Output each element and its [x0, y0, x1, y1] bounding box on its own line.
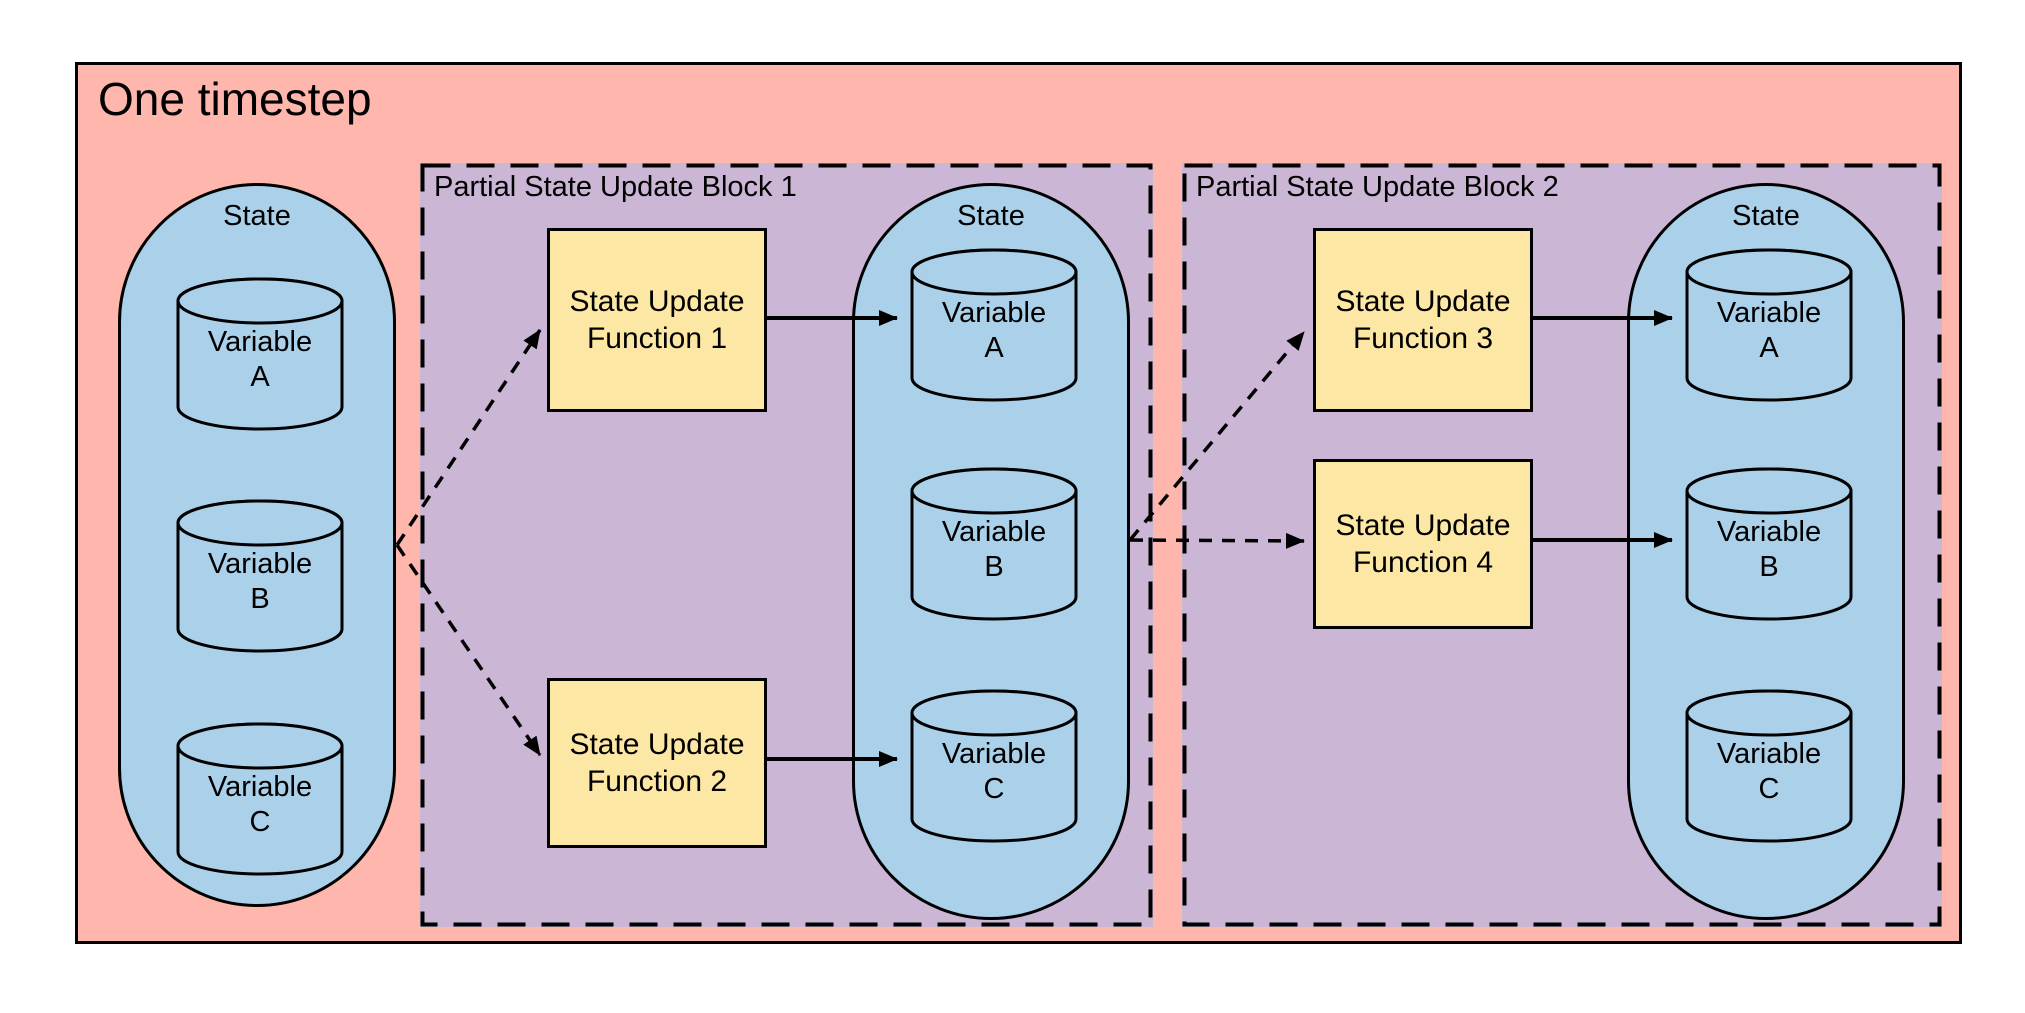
block-2-label: Partial State Update Block 2 — [1196, 171, 1559, 203]
database-icon — [910, 467, 1078, 621]
database-icon — [910, 689, 1078, 843]
function-label: State Update Function 4 — [1335, 508, 1511, 580]
state-update-function-1: State Update Function 1 — [547, 228, 767, 412]
database-icon — [176, 722, 344, 876]
database-icon — [1685, 689, 1853, 843]
database-icon — [1685, 467, 1853, 621]
partial-state-update-block-1: Partial State Update Block 1 State Updat… — [420, 163, 1153, 927]
block-2-state: State Variable A Variable B — [1627, 183, 1905, 920]
dashed-border — [1182, 163, 1942, 927]
block-1-label: Partial State Update Block 1 — [434, 171, 797, 203]
database-icon — [176, 499, 344, 653]
variable-label: Variable C — [1716, 738, 1822, 805]
function-label: State Update Function 2 — [569, 727, 745, 799]
database-icon — [176, 277, 344, 431]
block-1-variable-a: Variable A — [909, 246, 1079, 404]
block-2-variable-b: Variable B — [1684, 465, 1854, 623]
state-label: State — [1732, 200, 1800, 232]
variable-label: Variable B — [941, 516, 1047, 583]
state-update-function-3: State Update Function 3 — [1313, 228, 1533, 412]
variable-label: Variable B — [207, 548, 313, 615]
variable-label: Variable A — [1716, 297, 1822, 364]
partial-state-update-block-2: Partial State Update Block 2 State Updat… — [1182, 163, 1942, 927]
variable-label: Variable C — [941, 738, 1047, 805]
block-1-variable-c: Variable C — [909, 687, 1079, 845]
variable-label: Variable A — [207, 326, 313, 393]
database-icon — [1685, 248, 1853, 402]
state-label: State — [223, 200, 291, 232]
initial-variable-a: Variable A — [175, 275, 345, 433]
initial-variable-b: Variable B — [175, 497, 345, 655]
state-update-function-4: State Update Function 4 — [1313, 459, 1533, 629]
initial-variable-c: Variable C — [175, 720, 345, 878]
database-icon — [910, 248, 1078, 402]
block-2-variable-c: Variable C — [1684, 687, 1854, 845]
block-1-state: State Variable A Variable B — [852, 183, 1130, 920]
initial-state: State Variable A Variable B — [118, 183, 396, 907]
variable-label: Variable C — [207, 771, 313, 838]
state-update-function-2: State Update Function 2 — [547, 678, 767, 848]
state-label: State — [957, 200, 1025, 232]
diagram-title: One timestep — [98, 73, 372, 125]
function-label: State Update Function 1 — [569, 284, 745, 356]
block-1-variable-b: Variable B — [909, 465, 1079, 623]
block-2-variable-a: Variable A — [1684, 246, 1854, 404]
dashed-border — [420, 163, 1153, 927]
one-timestep-container: One timestep State Variable A Variable B — [75, 62, 1962, 944]
function-label: State Update Function 3 — [1335, 284, 1511, 356]
variable-label: Variable B — [1716, 516, 1822, 583]
variable-label: Variable A — [941, 297, 1047, 364]
